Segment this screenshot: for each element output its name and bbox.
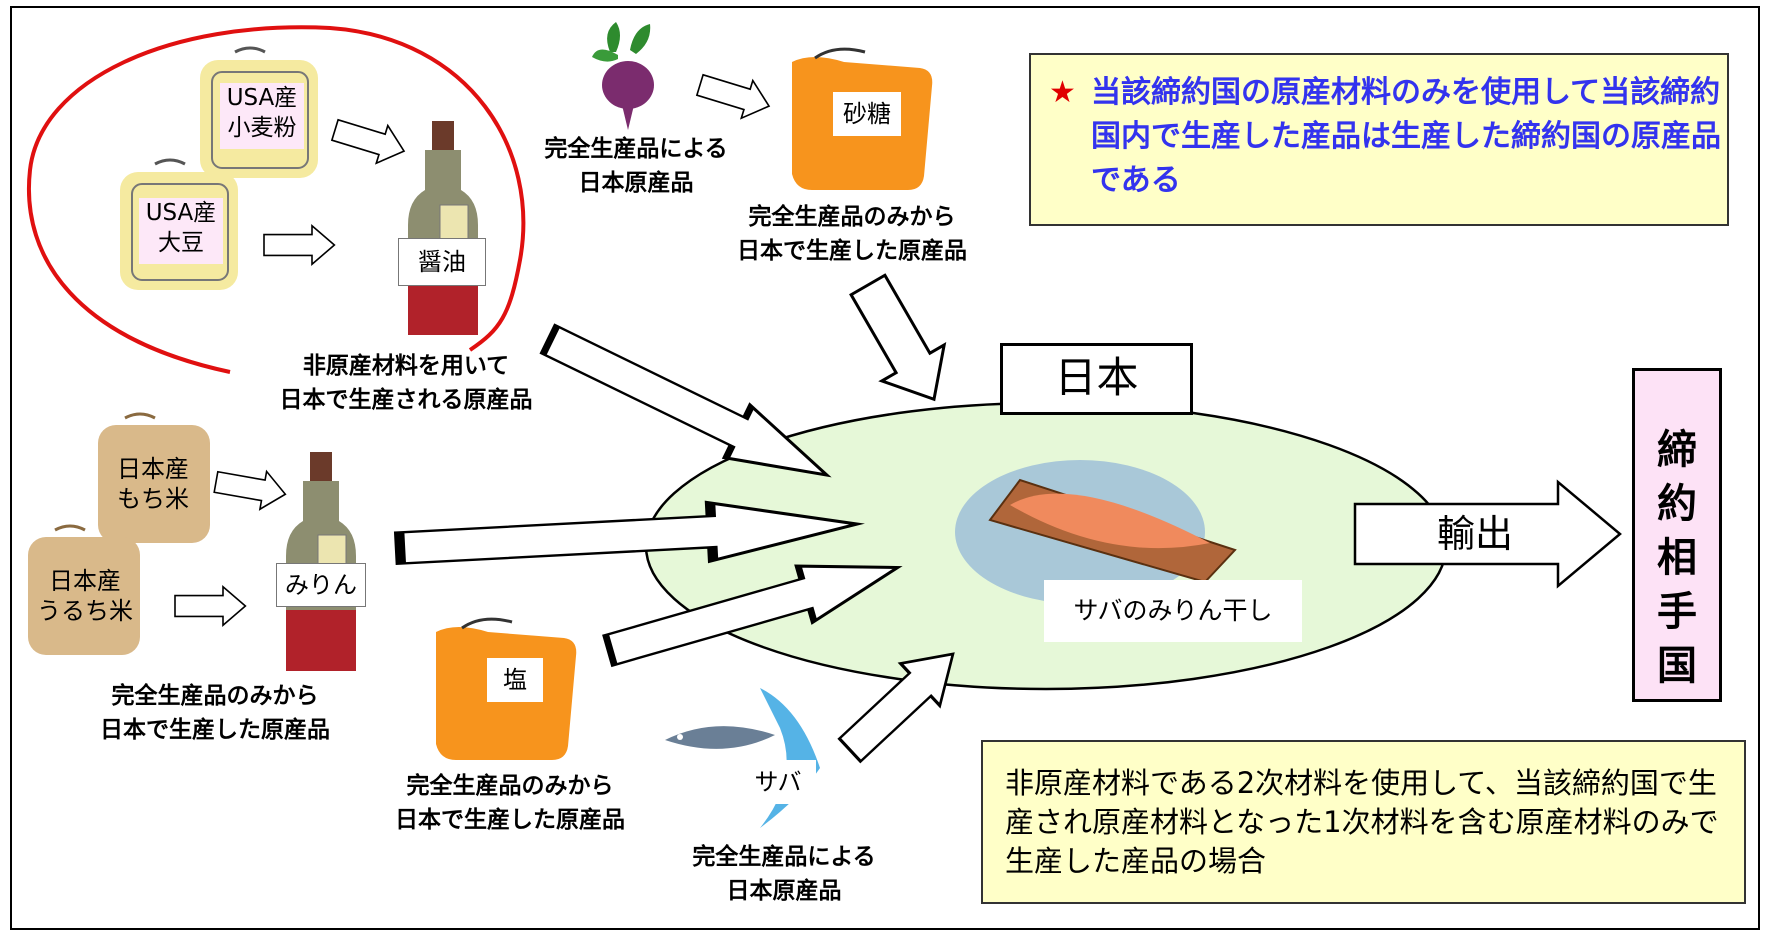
star-icon: ★	[1049, 75, 1076, 110]
uruchi-rice-bag-icon	[28, 524, 140, 655]
japan-label: 日本	[1000, 343, 1193, 415]
soy-sauce-caption: 非原産材料を用いて 日本で生産される原産品	[279, 353, 533, 413]
mirin-bottle-icon	[286, 452, 356, 671]
mochi-rice-bag-icon	[98, 412, 210, 543]
soy-sauce-bottle-icon	[408, 121, 478, 335]
export-label: 輸出	[1436, 512, 1513, 556]
arrow-flour-to-soysauce	[328, 110, 411, 171]
note-bottom: 非原産材料である2次材料を使用して、当該締約国で生産され原産材料となった1次材料…	[981, 740, 1746, 904]
product-label: サバのみりん干し	[1044, 580, 1302, 642]
salt-caption: 完全生産品のみから 日本で生産した原産品	[395, 773, 625, 833]
arrow-export	[1353, 479, 1622, 589]
arrow-sugar-to-japan	[835, 265, 967, 419]
mackerel-caption: 完全生産品による 日本原産品	[692, 844, 876, 904]
dried-fish-plate-icon	[955, 460, 1237, 604]
note-top: ★ 当該締約国の原産材料のみを使用して当該締約国内で生産した産品は生産した締約国…	[1029, 53, 1729, 226]
soy-sauce-tag: 醤油	[398, 238, 486, 286]
note-top-text: 当該締約国の原産材料のみを使用して当該締約国内で生産した産品は生産した締約国の原…	[1091, 75, 1721, 198]
arrow-uruchi-to-mirin	[174, 585, 247, 627]
note-bottom-text: 非原産材料である2次材料を使用して、当該締約国で生産され原産材料となった1次材料…	[1005, 766, 1719, 878]
beet-icon	[592, 22, 654, 130]
mackerel-icon	[665, 688, 820, 828]
mirin-caption: 完全生産品のみから 日本で生産した原産品	[100, 683, 330, 743]
arrow-soybean-to-soysauce	[263, 225, 336, 266]
arrow-mochi-to-mirin	[211, 462, 290, 514]
partner-country-label: 締 約 相 手 国	[1657, 427, 1697, 689]
sugar-caption: 完全生産品のみから 日本で生産した原産品	[737, 204, 967, 264]
sugar-tag: 砂糖	[833, 92, 901, 136]
mochi-rice-tag: 日本産 もち米	[117, 455, 189, 513]
mackerel-tag: サバ	[740, 760, 816, 804]
flour-tag: USA産 小麦粉	[220, 83, 304, 149]
uruchi-rice-tag: 日本産 うるち米	[37, 567, 133, 625]
beet-caption: 完全生産品による 日本原産品	[544, 136, 728, 196]
diagram-frame	[10, 6, 1760, 930]
soybean-tag: USA産 大豆	[139, 198, 223, 264]
nonoriginating-circle	[27, 25, 526, 374]
arrow-beet-to-sugar	[693, 65, 776, 126]
partner-country-box: 締 約 相 手 国	[1632, 368, 1722, 702]
mirin-tag: みりん	[276, 563, 366, 607]
salt-tag: 塩	[487, 658, 543, 702]
